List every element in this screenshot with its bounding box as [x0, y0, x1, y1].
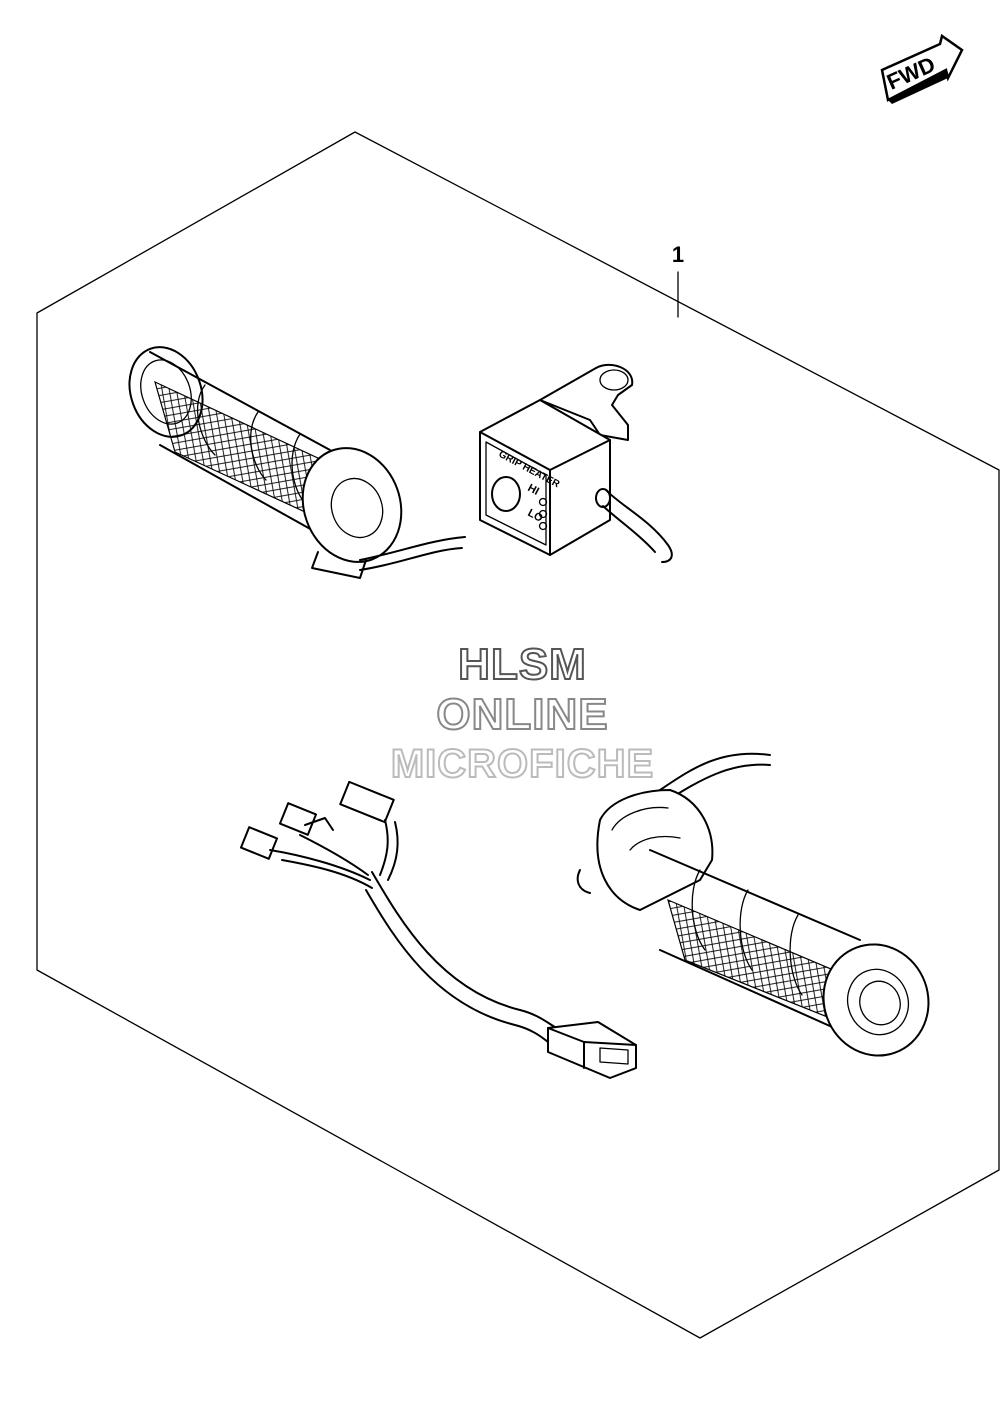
- watermark-line-1: HLSM: [457, 639, 587, 690]
- right-heated-grip: [576, 752, 930, 1057]
- grip-heater-switch: GRIP HEATER HI LO: [479, 363, 673, 563]
- part-callout-number: 1: [672, 242, 684, 267]
- wiring-harness: [239, 780, 637, 1079]
- switch-button: [491, 476, 521, 512]
- watermark-line-3: MICROFICHE: [390, 741, 655, 787]
- left-heated-grip: [128, 346, 466, 579]
- kit-boundary: [36, 131, 1000, 1339]
- switch-hi-label: HI: [526, 482, 541, 498]
- fwd-arrow-icon: FWD: [880, 33, 964, 104]
- watermark-line-2: ONLINE: [435, 689, 609, 740]
